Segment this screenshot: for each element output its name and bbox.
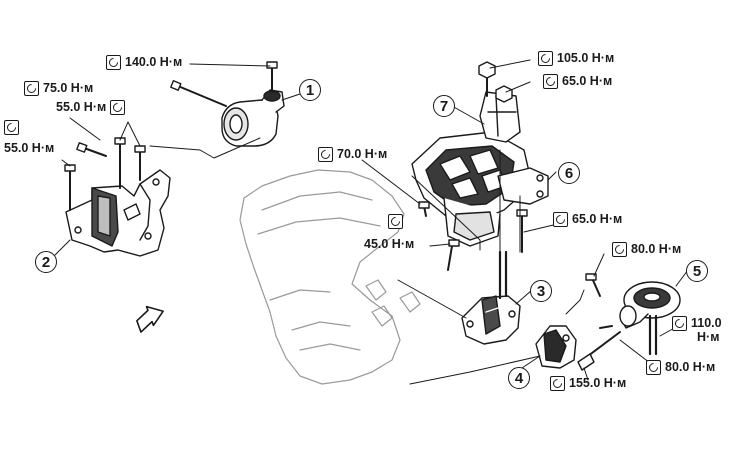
torque-label-65-top: 65.0 Н·м: [543, 74, 612, 89]
callout-6: 6: [558, 162, 580, 184]
torque-label-55-top: 55.0 Н·м: [56, 100, 126, 115]
torque-unit: Н·м: [697, 330, 720, 344]
torque-value: 110.0: [691, 316, 722, 330]
torque-label-75: 75.0 Н·м: [24, 81, 93, 96]
torque-wrench-icon: [110, 100, 126, 115]
torque-wrench-icon: [538, 51, 553, 66]
callout-5: 5: [686, 260, 708, 282]
torque-value: 65.0 Н·м: [572, 212, 623, 226]
torque-value: 70.0 Н·м: [337, 147, 388, 161]
torque-wrench-icon: [388, 214, 403, 229]
torque-label-80-bottom: 80.0 Н·м: [646, 360, 715, 375]
mount-4: [535, 325, 621, 371]
torque-wrench-icon: [106, 55, 121, 70]
torque-value: 155.0 Н·м: [569, 376, 627, 390]
bolt-t1: [170, 80, 227, 107]
bracket-7: [411, 91, 531, 247]
bolts-upper-right: [418, 61, 528, 253]
torque-label-45: 45.0 Н·м: [364, 214, 414, 251]
callout-4: 4: [508, 367, 530, 389]
mount-3: [447, 239, 521, 345]
torque-wrench-icon: [646, 360, 661, 375]
front-arrow-icon: [136, 305, 164, 333]
dashed-links: [149, 137, 585, 385]
bolts-mount-2: [64, 137, 146, 211]
torque-value: 80.0 Н·м: [665, 360, 716, 374]
torque-label-155: 155.0 Н·м: [550, 376, 626, 391]
torque-label-80-top: 80.0 Н·м: [612, 242, 681, 257]
torque-label-65-mid: 65.0 Н·м: [553, 212, 622, 227]
callout-7: 7: [433, 95, 455, 117]
torque-value: 140.0 Н·м: [125, 55, 183, 69]
torque-wrench-icon: [550, 376, 565, 391]
torque-wrench-icon: [4, 120, 19, 135]
engine-block: [239, 169, 421, 385]
torque-label-140: 140.0 Н·м: [106, 55, 182, 70]
torque-label-110: 110.0 Н·м: [672, 316, 722, 344]
torque-label-55-left: 55.0 Н·м: [4, 120, 54, 155]
torque-value: 80.0 Н·м: [631, 242, 682, 256]
torque-value: 55.0 Н·м: [56, 100, 107, 114]
torque-value: 105.0 Н·м: [557, 51, 615, 65]
mount-5: [585, 273, 681, 356]
torque-wrench-icon: [612, 242, 627, 257]
mount-2: [65, 169, 171, 257]
bracket-6: [497, 167, 549, 205]
torque-label-105: 105.0 Н·м: [538, 51, 614, 66]
mount-1: [221, 61, 285, 147]
torque-value: 45.0 Н·м: [364, 237, 415, 251]
callout-1: 1: [299, 79, 321, 101]
torque-wrench-icon: [672, 316, 687, 331]
callout-2: 2: [35, 251, 57, 273]
torque-wrench-icon: [553, 212, 568, 227]
torque-value: 55.0 Н·м: [4, 141, 55, 155]
torque-value: 65.0 Н·м: [562, 74, 613, 88]
callout-3: 3: [530, 280, 552, 302]
torque-wrench-icon: [318, 147, 333, 162]
torque-value: 75.0 Н·м: [43, 81, 94, 95]
torque-wrench-icon: [543, 74, 558, 89]
torque-wrench-icon: [24, 81, 39, 96]
torque-label-70: 70.0 Н·м: [318, 147, 387, 162]
